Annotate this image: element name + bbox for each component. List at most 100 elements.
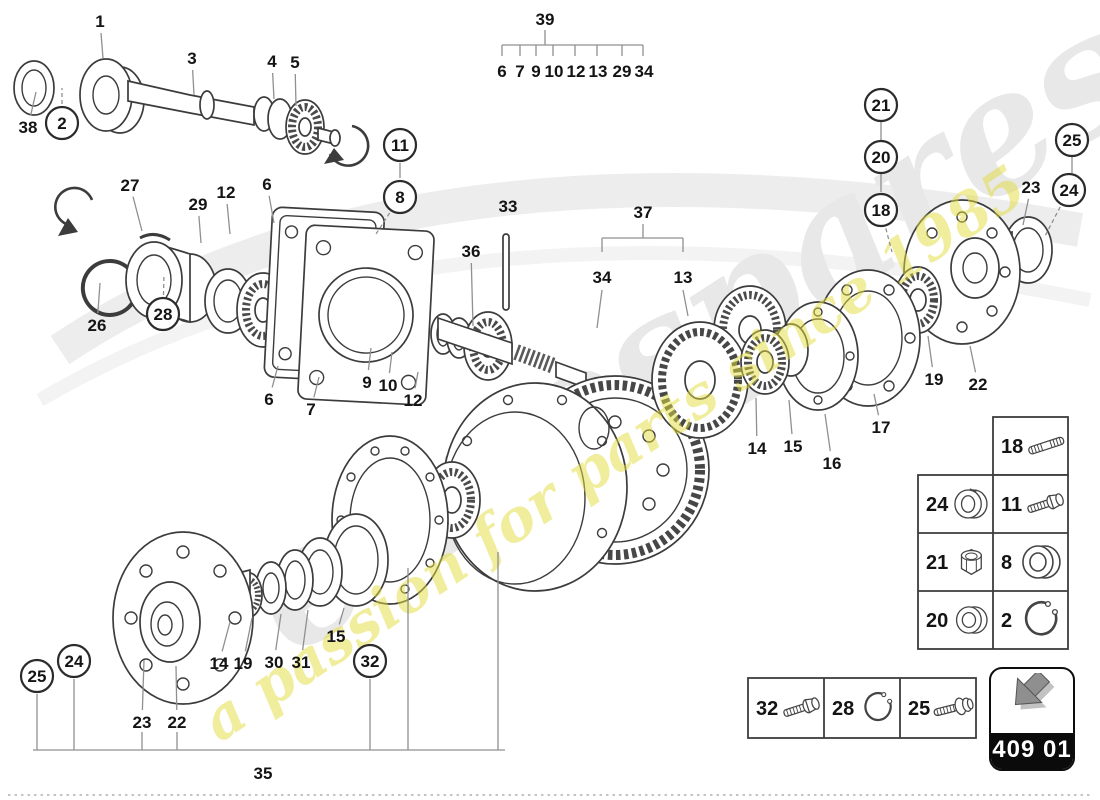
svg-text:28: 28: [154, 305, 173, 324]
svg-text:32: 32: [361, 652, 380, 671]
callout-30[interactable]: 30: [265, 613, 284, 672]
svg-text:20: 20: [872, 148, 891, 167]
hex-nut-icon: [950, 540, 993, 584]
callout-26[interactable]: 26: [88, 282, 107, 335]
svg-text:30: 30: [265, 653, 284, 672]
callout-22[interactable]: 22: [168, 665, 187, 750]
stud-icon: [1025, 424, 1068, 468]
callout-7[interactable]: 7: [306, 376, 320, 419]
callout-11[interactable]: 11: [382, 127, 418, 163]
svg-text:24: 24: [1060, 181, 1079, 200]
part-ref: 21: [926, 551, 949, 574]
rotation-arrow-left-icon: [54, 186, 94, 236]
callout-18[interactable]: 18: [863, 192, 899, 253]
callout-4[interactable]: 4: [267, 52, 277, 100]
svg-text:23: 23: [1022, 178, 1041, 197]
svg-text:12: 12: [404, 391, 423, 410]
callout-21[interactable]: 21: [863, 87, 899, 123]
hardware-cell-28[interactable]: 28: [824, 678, 900, 738]
bracket-39: 39 6 7 9 10 12 13 29 34: [497, 10, 654, 81]
diagram-code-badge[interactable]: 409 01: [989, 667, 1075, 771]
callout-9[interactable]: 9: [362, 347, 372, 392]
callout-16[interactable]: 16: [823, 413, 842, 473]
svg-text:39: 39: [536, 10, 555, 29]
callout-25[interactable]: 25: [19, 658, 55, 750]
callout-29[interactable]: 29: [189, 195, 208, 244]
svg-text:36: 36: [462, 242, 481, 261]
callout-12[interactable]: 12: [404, 371, 423, 410]
callout-1[interactable]: 1: [95, 12, 105, 59]
svg-text:15: 15: [784, 437, 803, 456]
callout-6[interactable]: 6: [262, 175, 275, 224]
flange-bolt-icon: [932, 686, 976, 730]
hardware-cell-32[interactable]: 32: [748, 678, 824, 738]
callout-38[interactable]: 38: [19, 91, 38, 137]
svg-text:13: 13: [589, 62, 608, 81]
callout-19[interactable]: 19: [234, 617, 253, 673]
side-cover-plates: [263, 206, 435, 406]
bearing-cap-group: [80, 233, 290, 348]
part-ref: 24: [926, 493, 949, 516]
svg-text:9: 9: [531, 62, 540, 81]
callout-5[interactable]: 5: [290, 53, 300, 107]
callout-22[interactable]: 22: [969, 345, 988, 394]
ring-nut-icon: [950, 482, 993, 526]
hardware-cell-20[interactable]: 20: [918, 591, 993, 649]
callout-3[interactable]: 3: [187, 49, 197, 96]
svg-text:27: 27: [121, 176, 140, 195]
hex-bolt-icon: [780, 686, 824, 730]
svg-text:21: 21: [872, 96, 891, 115]
part-ref: 28: [832, 697, 855, 720]
circlip-icon: [856, 686, 900, 730]
bracket-37: 37 34 13: [593, 203, 692, 329]
callout-12[interactable]: 12: [217, 183, 236, 235]
hardware-cell-8[interactable]: 8: [993, 533, 1068, 591]
arrow-down-left-icon: [1014, 673, 1055, 710]
hardware-cell-24[interactable]: 24: [918, 475, 993, 533]
callout-28[interactable]: 28: [145, 273, 181, 332]
svg-text:2: 2: [57, 114, 66, 133]
svg-text:34: 34: [635, 62, 654, 81]
hardware-cell-21[interactable]: 21: [918, 533, 993, 591]
callout-24[interactable]: 24: [1043, 172, 1087, 239]
callout-15[interactable]: 15: [327, 607, 346, 646]
callout-32[interactable]: 32: [352, 643, 388, 750]
svg-text:6: 6: [264, 390, 273, 409]
svg-text:14: 14: [748, 439, 767, 458]
callout-14[interactable]: 14: [210, 621, 231, 673]
hardware-cell-25[interactable]: 25: [900, 678, 976, 738]
hardware-cell-11[interactable]: 11: [993, 475, 1068, 533]
svg-text:17: 17: [872, 418, 891, 437]
callout-20[interactable]: 20: [863, 139, 899, 175]
callout-24[interactable]: 24: [56, 643, 92, 750]
callout-15[interactable]: 15: [784, 399, 803, 456]
callout-27[interactable]: 27: [121, 176, 143, 232]
svg-text:26: 26: [88, 316, 107, 335]
svg-text:19: 19: [925, 370, 944, 389]
hardware-cell-2[interactable]: 2: [993, 591, 1068, 649]
svg-text:15: 15: [327, 627, 346, 646]
badge-icon-area: [991, 669, 1073, 733]
callout-2[interactable]: 2: [44, 88, 80, 141]
hardware-cell-18[interactable]: 18: [993, 417, 1068, 475]
callout-23[interactable]: 23: [1022, 178, 1041, 226]
callout-23[interactable]: 23: [133, 659, 152, 750]
callout-6[interactable]: 6: [264, 365, 279, 409]
callout-31[interactable]: 31: [292, 609, 311, 672]
svg-text:6: 6: [262, 175, 271, 194]
callout-36[interactable]: 36: [462, 242, 481, 327]
callout-14[interactable]: 14: [748, 397, 767, 458]
callout-19[interactable]: 19: [925, 335, 944, 389]
svg-text:34: 34: [593, 268, 612, 287]
svg-text:22: 22: [168, 713, 187, 732]
rotation-arrow-right-icon: [324, 124, 370, 167]
callout-33[interactable]: 33: [499, 197, 518, 216]
callout-8[interactable]: 8: [375, 179, 418, 235]
callout-10[interactable]: 10: [379, 351, 398, 395]
callout-17[interactable]: 17: [872, 393, 891, 437]
callout-25[interactable]: 25: [1054, 122, 1090, 158]
svg-text:7: 7: [306, 400, 315, 419]
svg-text:5: 5: [290, 53, 299, 72]
svg-text:8: 8: [395, 188, 404, 207]
